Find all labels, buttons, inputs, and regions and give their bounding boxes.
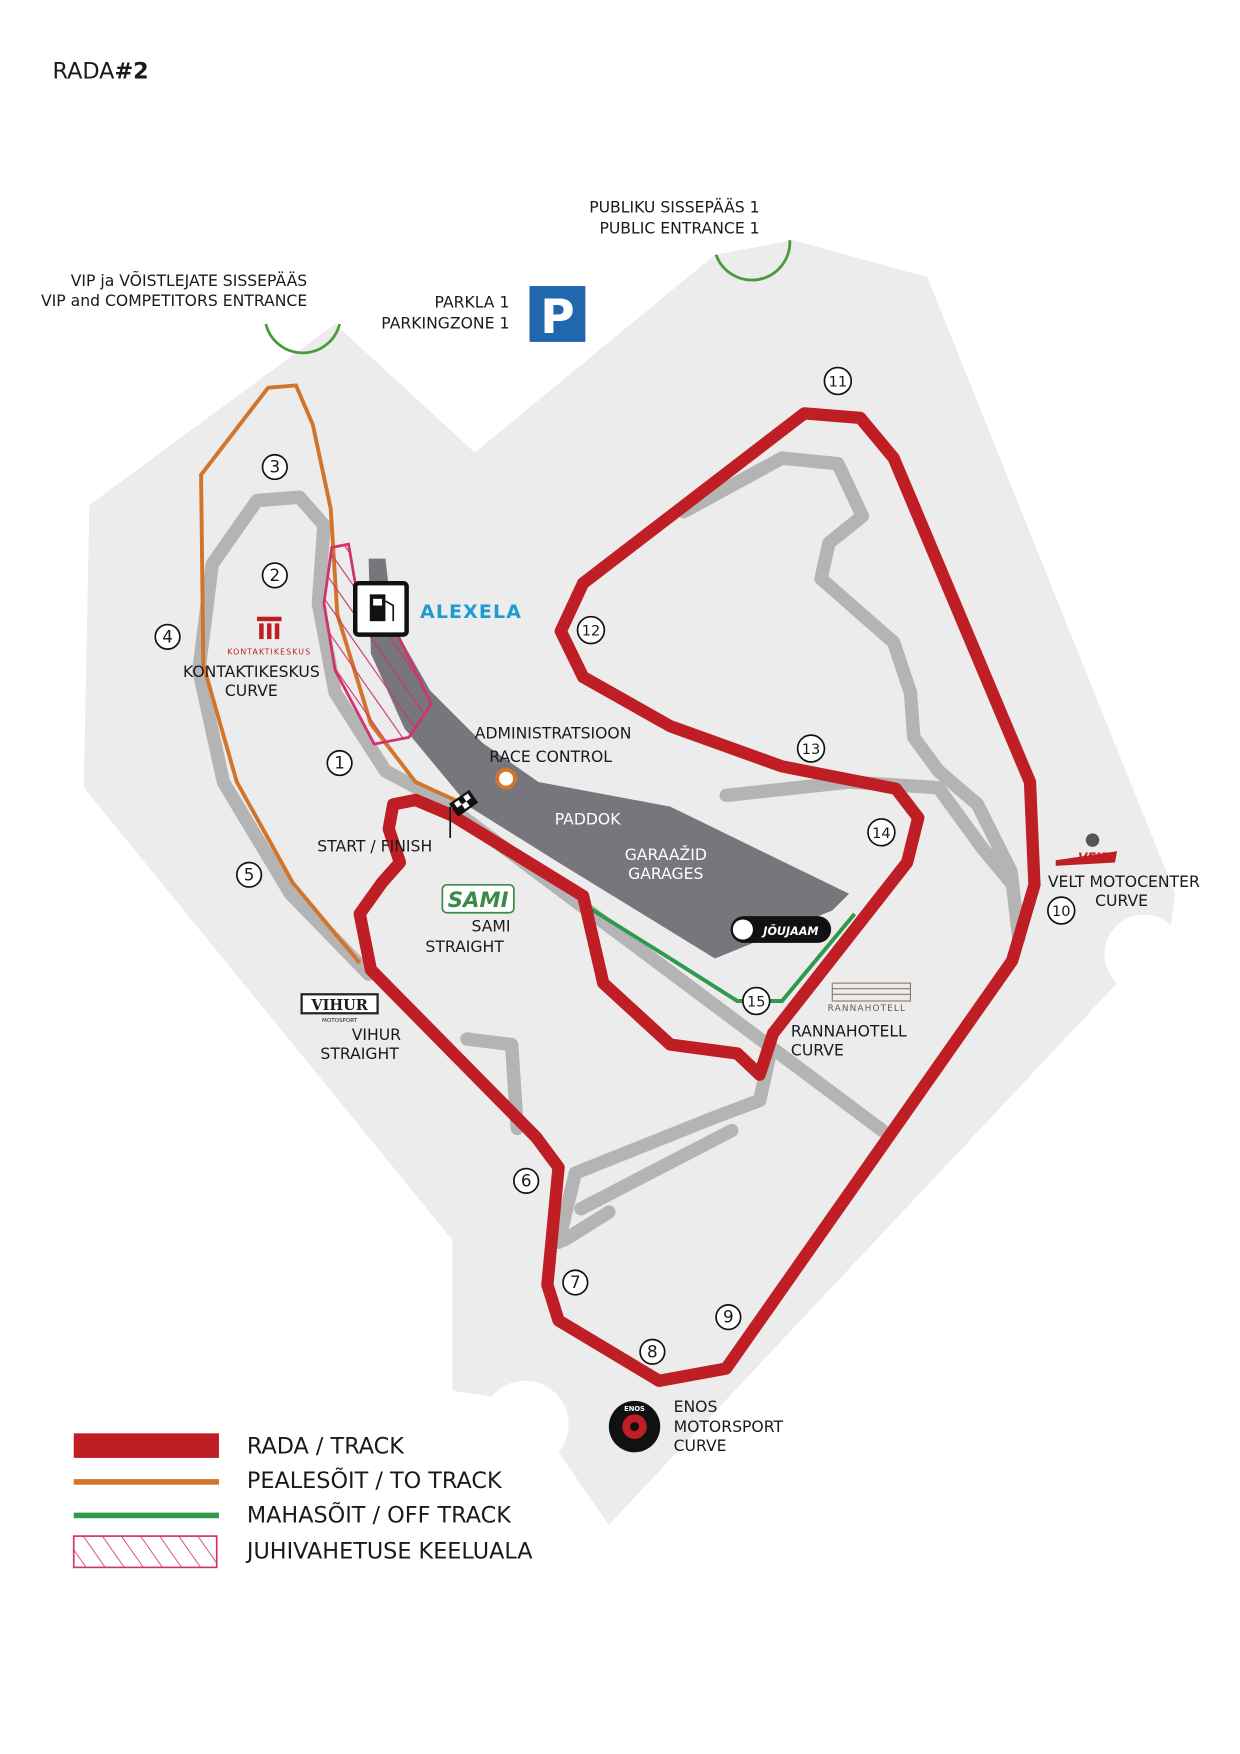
garages-label-en: GARAGES xyxy=(628,864,703,883)
sami-straight-label: SAMI xyxy=(472,917,511,936)
legend-to-track-swatch xyxy=(73,1479,219,1485)
sami-logo-box xyxy=(441,883,515,914)
vip-entrance-label-en: VIP and COMPETITORS ENTRANCE xyxy=(41,291,307,310)
kontaktikeskus-curve-label: KONTAKTIKESKUS xyxy=(183,662,320,681)
off-track-route xyxy=(579,901,857,1003)
alexela-logo: ALEXELA xyxy=(420,601,522,623)
turn-number: 5 xyxy=(244,864,255,884)
vihur-logo-sub: MOTOSPORT xyxy=(322,1018,358,1024)
joujaam-logo-icon xyxy=(732,919,753,940)
turn-number: 15 xyxy=(747,995,765,1011)
turn-number: 12 xyxy=(582,624,600,640)
legend-off-track-swatch xyxy=(73,1512,219,1519)
velt-curve-label: VELT MOTOCENTER xyxy=(1048,872,1200,891)
turn-marker xyxy=(261,562,288,589)
vihur-logo-box xyxy=(300,993,379,1015)
public-entrance-label: PUBLIKU SISSEPÄÄS 1 xyxy=(589,197,759,216)
turn-number: 13 xyxy=(802,742,820,758)
race-control-label: ADMINISTRATSIOON xyxy=(475,723,632,742)
kontaktikeskus-logo-icon xyxy=(256,616,282,640)
fuel-station-icon xyxy=(353,580,409,637)
turn-number: 2 xyxy=(269,565,280,585)
joujaam-logo: JÕUJAAM xyxy=(761,925,818,938)
start-finish-label: START / FINISH xyxy=(317,836,432,855)
enos-curve-label-3: CURVE xyxy=(674,1436,727,1455)
race-control-marker xyxy=(495,767,517,790)
turn-marker xyxy=(562,1269,589,1296)
turn-marker xyxy=(742,986,771,1016)
enos-curve-label: ENOS xyxy=(674,1397,718,1416)
legend-to-track-label: PEALESÕIT / TO TRACK xyxy=(247,1465,503,1494)
rannahotell-logo-icon xyxy=(831,982,912,1002)
legend: RADA / TRACK PEALESÕIT / TO TRACK MAHASÕ… xyxy=(72,1433,533,1569)
velt-curve-label-2: CURVE xyxy=(1095,891,1148,910)
turn-number: 1 xyxy=(334,753,345,773)
rannahotell-curve-label: RANNAHOTELL xyxy=(791,1022,907,1041)
public-entrance-marker[interactable] xyxy=(714,240,792,282)
vihur-straight-label-2: STRAIGHT xyxy=(320,1044,399,1063)
vihur-logo: VIHUR xyxy=(310,997,368,1014)
turn-marker xyxy=(261,453,288,481)
sami-logo: SAMI xyxy=(448,888,509,913)
parking-icon-letter: P xyxy=(540,290,574,345)
paddock-label: PADDOK xyxy=(555,809,621,828)
vip-entrance-marker[interactable] xyxy=(264,323,341,355)
turn-marker xyxy=(823,366,853,396)
parking-label-en: PARKINGZONE 1 xyxy=(381,313,509,332)
turn-numbers: 1 2 3 4 5 6 7 8 9 10 11 12 13 14 15 xyxy=(162,375,1070,1362)
turn-number: 7 xyxy=(570,1272,581,1292)
checkered-flag-icon xyxy=(449,789,479,838)
legend-track-label: RADA / TRACK xyxy=(247,1433,405,1459)
enos-logo-icon xyxy=(608,1400,661,1453)
turn-marker xyxy=(576,615,606,645)
turn-number: 9 xyxy=(723,1307,734,1327)
turn-marker xyxy=(715,1304,742,1331)
rannahotell-logo: RANNAHOTELL xyxy=(828,1004,906,1014)
turn-marker xyxy=(867,818,896,847)
turn-number: 10 xyxy=(1052,904,1070,920)
vihur-straight-label: VIHUR xyxy=(352,1025,401,1044)
enos-curve-label-2: MOTORSPORT xyxy=(674,1417,784,1436)
turn-marker xyxy=(513,1167,540,1194)
vip-entrance-label: VIP ja VÕISTLEJATE SISSEPÄÄS xyxy=(71,271,308,290)
turn-number: 3 xyxy=(269,457,280,477)
turn-marker xyxy=(235,861,263,888)
joujaam-logo-box xyxy=(730,916,832,943)
race-control-label-en: RACE CONTROL xyxy=(489,747,612,766)
parking-icon[interactable]: P xyxy=(529,286,586,345)
page-title: RADA#2 xyxy=(53,58,149,84)
legend-zone-label: JUHIVAHETUSE KEELUALA xyxy=(245,1538,533,1564)
legend-zone-swatch xyxy=(72,1535,218,1569)
turn-marker xyxy=(326,749,353,777)
garages-label: GARAAŽID xyxy=(625,845,707,864)
kontaktikeskus-curve-label-2: CURVE xyxy=(225,681,278,700)
paddock-area xyxy=(368,558,850,959)
rannahotell-curve-label-2: CURVE xyxy=(791,1041,844,1060)
turn-marker xyxy=(639,1338,666,1365)
public-entrance-label-en: PUBLIC ENTRANCE 1 xyxy=(599,219,759,238)
turn-markers xyxy=(154,366,1076,1365)
enos-logo: ENOS xyxy=(624,1405,645,1413)
turn-number: 4 xyxy=(162,626,173,646)
turn-marker xyxy=(1047,896,1076,925)
turn-number: 6 xyxy=(521,1170,532,1190)
kontaktikeskus-logo-text: KONTAKTIKESKUS xyxy=(227,648,311,657)
turn-number: 14 xyxy=(872,826,890,842)
race-track xyxy=(353,407,1041,1387)
legend-off-track-label: MAHASÕIT / OFF TRACK xyxy=(247,1500,512,1529)
parking-label: PARKLA 1 xyxy=(435,292,510,311)
sami-straight-label-2: STRAIGHT xyxy=(425,937,504,956)
velt-logo-icon xyxy=(1055,833,1118,866)
velt-logo: VELT xyxy=(1078,850,1112,864)
turn-marker xyxy=(154,623,181,650)
legend-track-swatch xyxy=(73,1433,219,1458)
no-driver-change-zone xyxy=(322,542,433,746)
turn-number: 8 xyxy=(647,1341,658,1361)
turn-number: 11 xyxy=(829,375,847,391)
turn-marker xyxy=(796,734,826,763)
